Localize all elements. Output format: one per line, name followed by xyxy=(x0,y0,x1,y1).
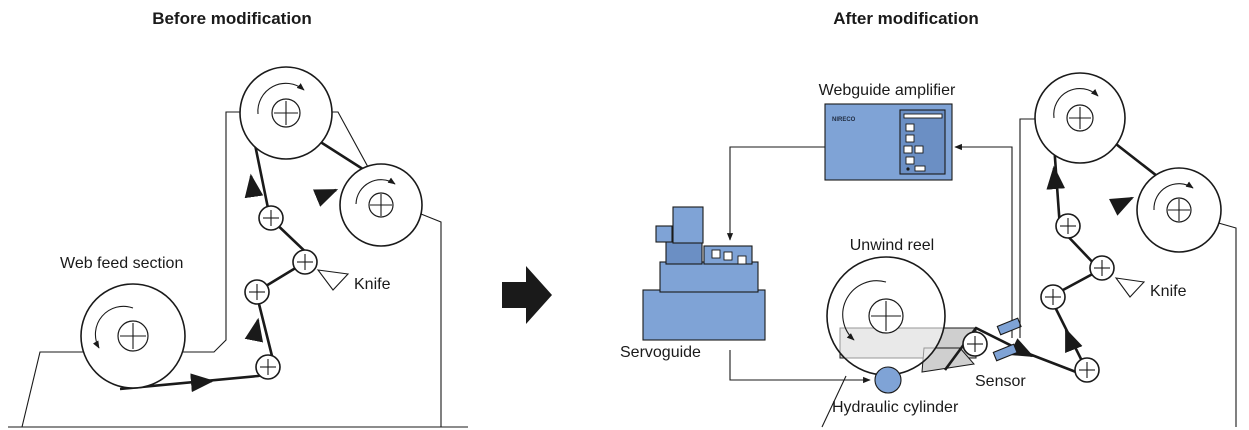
unwind-bracket xyxy=(921,347,975,373)
idler-roll xyxy=(962,331,988,357)
idler-roll xyxy=(292,249,318,275)
servoguide xyxy=(642,206,766,341)
webguide-amplifier-label: Webguide amplifier xyxy=(819,82,956,99)
unwind-reel-label: Unwind reel xyxy=(850,237,934,254)
curved-arrow-icon xyxy=(842,280,887,341)
signal-line-amp-to-servo xyxy=(726,146,825,241)
servoguide-label: Servoguide xyxy=(620,344,701,361)
unwind-reel xyxy=(826,256,946,376)
hydraulic-line xyxy=(729,350,871,384)
sensor-head xyxy=(996,317,1022,336)
signal-line-sensor-to-amp xyxy=(954,143,1013,338)
idler-roll xyxy=(258,205,284,231)
sensor-label: Sensor xyxy=(975,373,1026,390)
web-arrow xyxy=(1046,165,1066,190)
web-arrow xyxy=(190,373,215,393)
top-roll-after xyxy=(1034,72,1126,164)
webguide-amplifier: NIRECO xyxy=(824,103,953,181)
curved-arrow-icon xyxy=(1053,87,1099,119)
web-feed-roll xyxy=(80,283,186,389)
web-feed-section-label: Web feed section xyxy=(60,255,183,272)
knife-label: Knife xyxy=(354,276,391,293)
idler-roll xyxy=(1040,284,1066,310)
web-arrow xyxy=(1064,327,1083,354)
top-roll xyxy=(239,66,333,160)
web-arrow xyxy=(244,173,264,199)
curved-arrow-icon xyxy=(355,177,396,205)
idler-roll xyxy=(244,279,270,305)
idler-roll xyxy=(1074,357,1100,383)
web-arrow xyxy=(244,317,264,343)
web-arrow xyxy=(1108,196,1135,216)
hydraulic-cylinder-label: Hydraulic cylinder xyxy=(832,399,959,416)
curved-arrow-icon xyxy=(92,305,134,349)
idler-roll xyxy=(255,354,281,380)
curved-arrow-icon xyxy=(1153,181,1194,211)
curved-arrow-icon xyxy=(257,82,305,115)
after-heading: After modification xyxy=(833,9,978,28)
web-arrow xyxy=(312,188,339,207)
right-roll-after xyxy=(1136,167,1222,253)
right-arrow-icon xyxy=(502,266,552,324)
idler-roll xyxy=(1089,255,1115,281)
floor-leader xyxy=(821,375,847,428)
knife-label: Knife xyxy=(1150,283,1187,300)
knife-icon xyxy=(1114,277,1146,298)
brand-logo: NIRECO xyxy=(832,117,856,123)
hydraulic-cylinder xyxy=(874,366,902,394)
right-roll xyxy=(339,163,423,247)
web-arrow xyxy=(1008,338,1035,358)
web-belt xyxy=(943,326,1077,374)
sensor-head xyxy=(992,343,1018,362)
before-heading: Before modification xyxy=(152,9,312,28)
knife-icon xyxy=(316,269,350,291)
after-diagram: NIRECO Webguide amplifier Servoguide xyxy=(620,72,1237,428)
idler-roll xyxy=(1055,213,1081,239)
before-diagram: Knife Web feed section xyxy=(8,66,468,428)
